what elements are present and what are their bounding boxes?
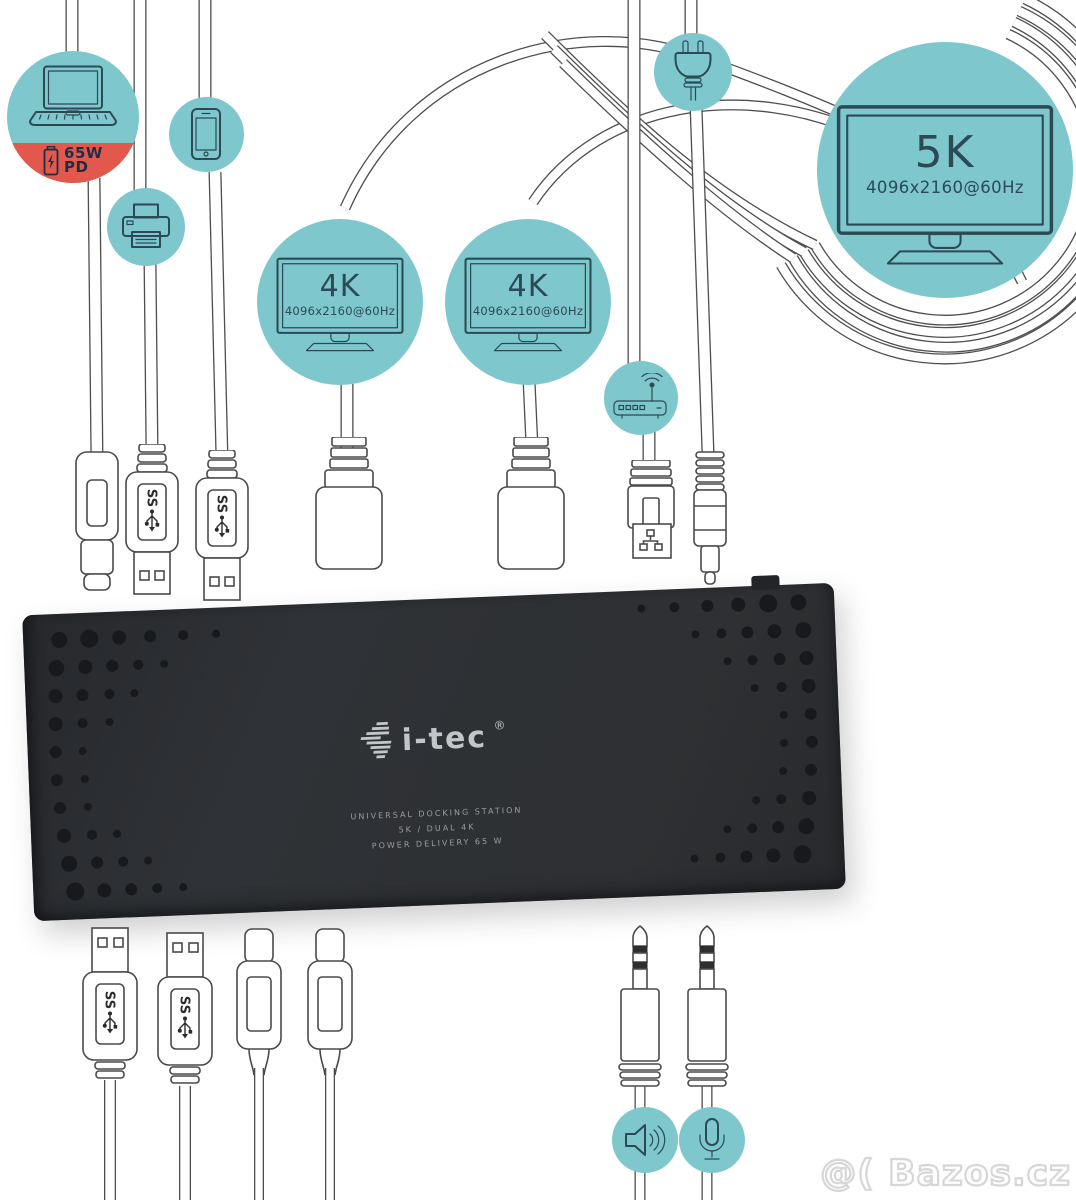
laptop-pd-badge: 65W PD [7,51,139,183]
monitor-icon [464,257,592,352]
usb-a-connector-bottom-2: SS [157,932,213,1084]
usb-superspeed-label: SS [177,996,192,1014]
usb-a-connector-top-2: SS [195,450,249,601]
usb-c-connector-bottom-1 [236,928,282,1076]
display-size: 5K [914,127,976,178]
watermark: @( Bazos.cz [819,1152,1071,1195]
wifi-router-icon [613,373,667,419]
usb-c-connector-top [75,451,119,591]
usb-a-connector-bottom-1: SS [82,927,138,1079]
display-label: 4K 4096x2160@60Hz [445,269,611,319]
brand-name: i-tec [401,719,488,758]
power-delivery-label: 65W PD [64,144,103,176]
display-resolution: 4096x2160@60Hz [472,304,584,318]
display-label: 5K 4096x2160@60Hz [817,127,1073,198]
display-size: 4K [319,269,361,304]
printer-badge [107,188,185,266]
monitor-icon [276,257,404,352]
vent-holes [48,594,818,901]
monitor-icon [836,105,1054,265]
battery-icon [43,146,59,176]
display-badge-4k-left: 4K 4096x2160@60Hz [257,219,423,385]
printer-icon [122,203,170,248]
smartphone-icon [191,108,221,160]
microphone-icon [699,1118,725,1160]
display-resolution: 4096x2160@60Hz [866,178,1024,197]
smartphone-badge [169,97,244,172]
itec-logo-mark [361,721,392,759]
docking-station: i-tec® UNIVERSAL DOCKING STATION 5K / DU… [22,575,846,922]
video-connector-1 [315,437,383,570]
display-resolution: 4096x2160@60Hz [284,304,396,318]
pd-wattage: 65W [64,144,103,162]
usb-superspeed-label: SS [214,495,229,513]
display-label: 4K 4096x2160@60Hz [257,269,423,319]
display-size: 4K [507,269,549,304]
brand-logo: i-tec ® [27,703,840,776]
speaker-icon [625,1124,666,1156]
usb-c-connector-bottom-2 [307,928,353,1076]
microphone-badge [679,1107,745,1173]
display-badge-4k-right: 4K 4096x2160@60Hz [445,219,611,385]
power-plug-icon [674,40,712,101]
audio-jack-microphone [685,924,729,1087]
ethernet-connector [627,460,675,559]
dc-power-connector [693,451,727,585]
registered-mark: ® [493,718,506,733]
power-plug-badge [654,33,732,111]
display-badge-5k: 5K 4096x2160@60Hz [817,42,1073,298]
usb-a-connector-top-1: SS [125,444,179,595]
usb-superspeed-label: SS [144,489,159,507]
power-delivery-strip: 65W PD [7,143,139,183]
laptop-icon [29,65,117,126]
audio-jack-speaker [618,924,662,1087]
usb-superspeed-label: SS [102,991,117,1009]
speaker-badge [612,1107,678,1173]
video-connector-2 [497,437,565,570]
router-badge [604,361,678,435]
pd-label: PD [64,158,89,176]
